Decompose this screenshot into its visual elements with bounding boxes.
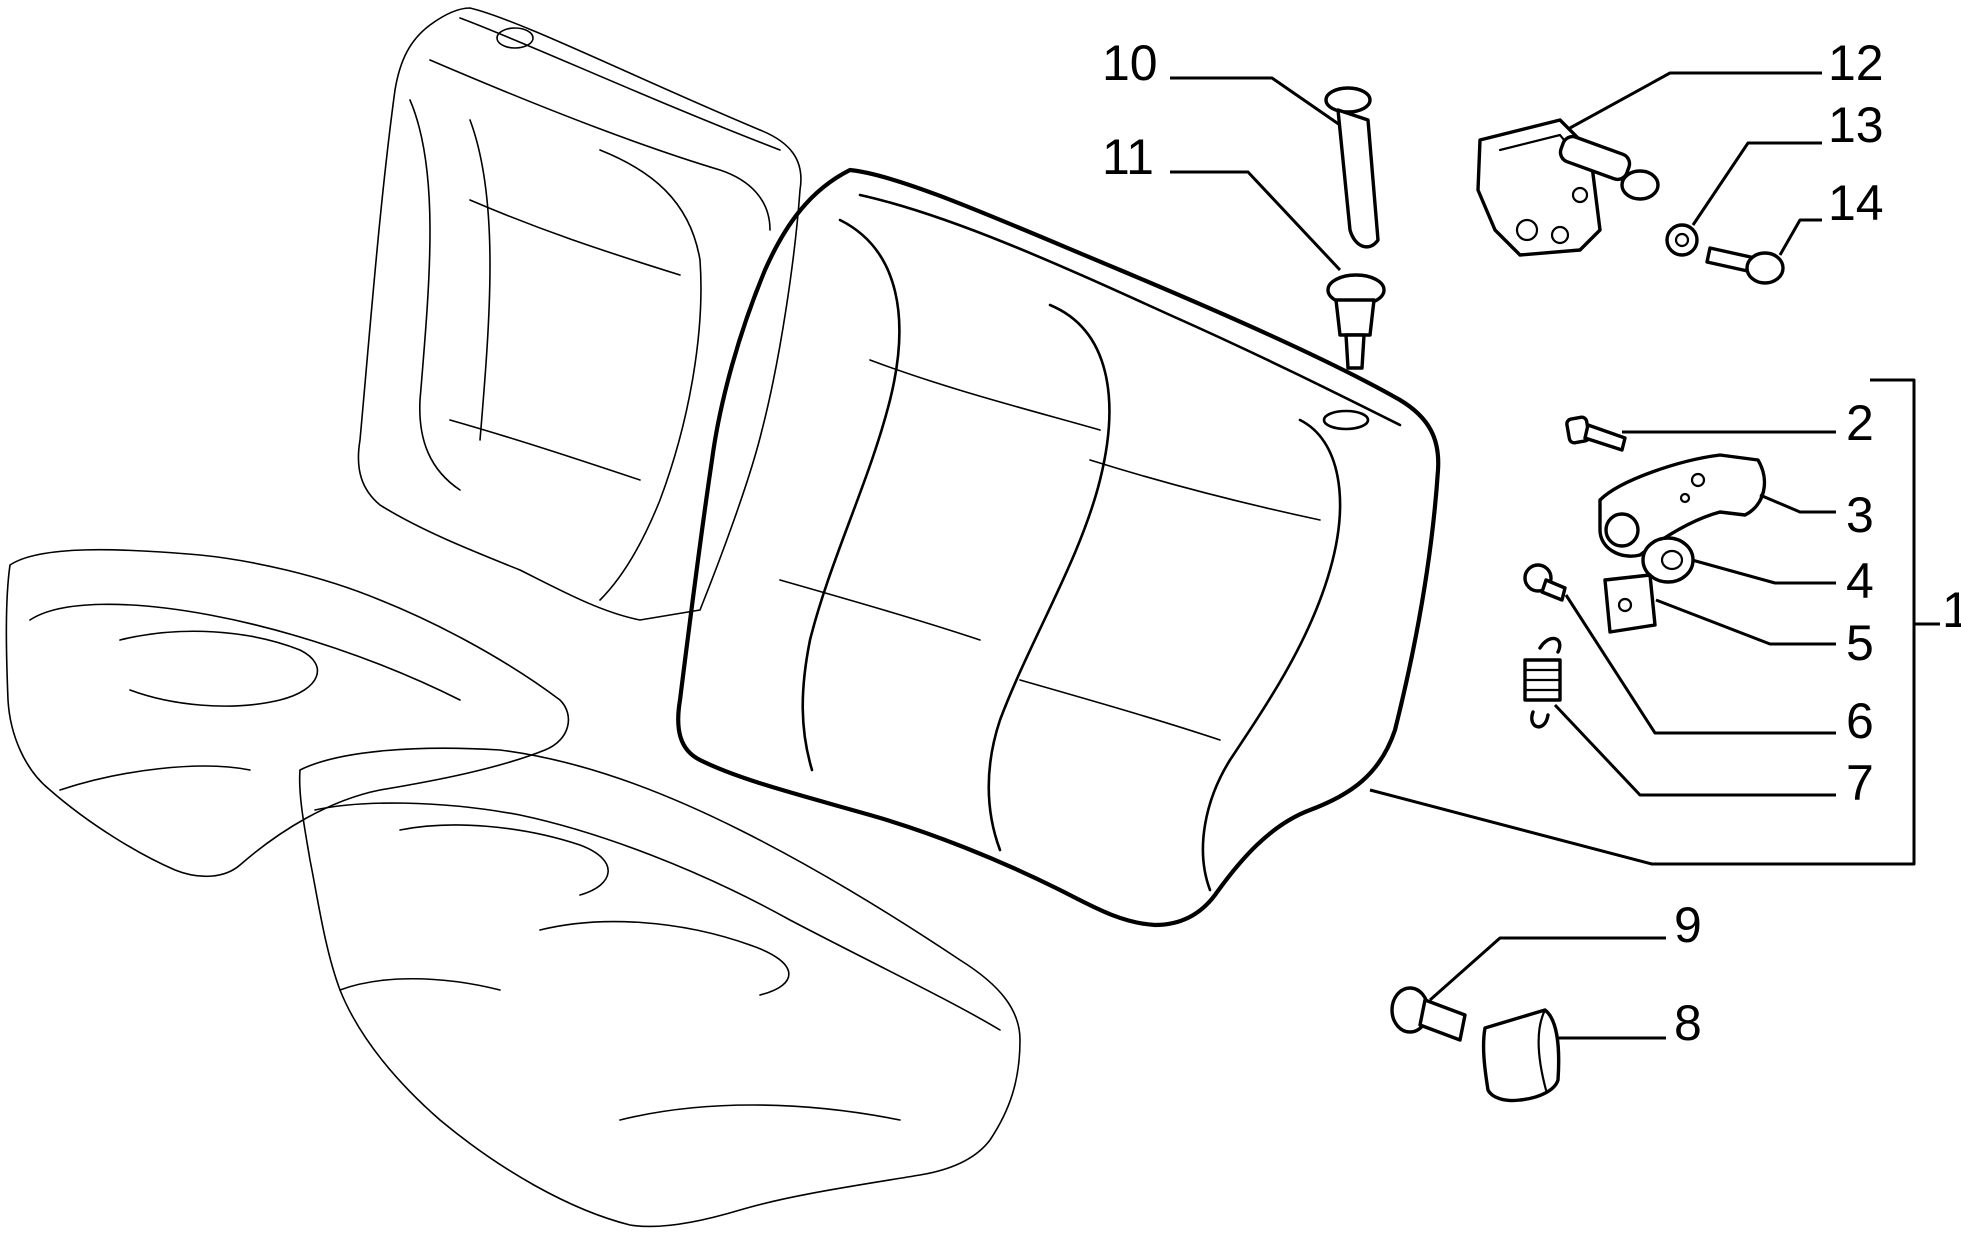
part-3-hinge-arm xyxy=(1598,453,1767,558)
callout-14: 14 xyxy=(1828,175,1884,231)
callout-5: 5 xyxy=(1846,615,1874,671)
part-7-spring xyxy=(1523,636,1562,729)
part-12-hinge-bracket xyxy=(1476,118,1660,257)
leader-lines xyxy=(1170,71,1940,1040)
callout-labels: 10 11 12 13 14 2 3 4 5 6 7 1 9 8 xyxy=(1102,35,1961,1051)
callout-12: 12 xyxy=(1828,35,1884,91)
callout-3: 3 xyxy=(1846,487,1874,543)
callout-9: 9 xyxy=(1674,897,1702,953)
part-6-pin xyxy=(1523,563,1567,602)
ghost-seat-cushion-left xyxy=(5,548,570,878)
callout-1: 1 xyxy=(1942,582,1961,638)
part-9-bolt xyxy=(1390,986,1467,1042)
callout-6: 6 xyxy=(1846,693,1874,749)
part-10-release-lever xyxy=(1324,86,1380,249)
callout-8: 8 xyxy=(1674,995,1702,1051)
part-2-screw xyxy=(1565,415,1627,452)
part-8-cover-cap xyxy=(1481,1008,1561,1103)
seat-back-assembly xyxy=(676,167,1441,928)
ghost-seat-cushion-right xyxy=(298,747,1021,1228)
callout-2: 2 xyxy=(1846,395,1874,451)
part-11-bushing xyxy=(1326,273,1386,370)
ghost-seat-back xyxy=(357,7,802,621)
callout-13: 13 xyxy=(1828,97,1884,153)
callout-7: 7 xyxy=(1846,755,1874,811)
part-13-washer xyxy=(1665,223,1699,257)
callout-11: 11 xyxy=(1102,129,1154,185)
callout-4: 4 xyxy=(1846,553,1874,609)
callout-10: 10 xyxy=(1102,35,1158,91)
part-5-plate xyxy=(1603,573,1657,634)
part-14-bolt xyxy=(1705,246,1785,285)
